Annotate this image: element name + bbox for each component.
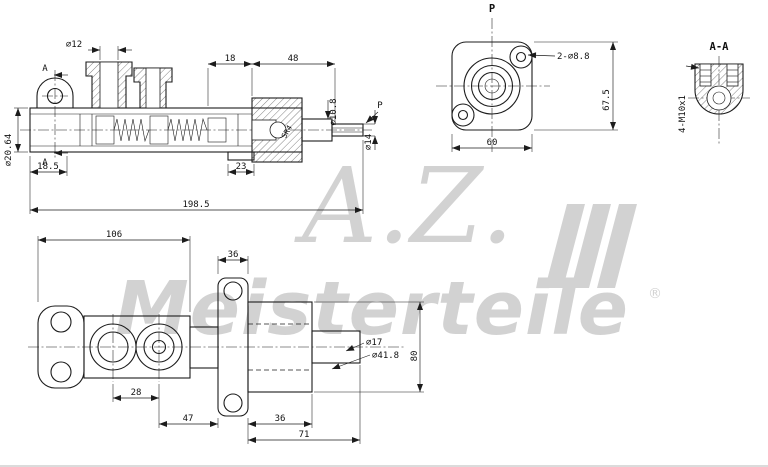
- bolt-hole-bottom: [457, 109, 469, 121]
- dim-4-m10x1-label: 4-M10x1: [678, 95, 688, 133]
- dim-d14-label: ⌀14: [364, 134, 374, 150]
- dim-48-label: 48: [288, 54, 299, 64]
- watermark: A.Z. Meisterteile ®: [115, 145, 662, 352]
- dim-80-label: 80: [410, 351, 420, 362]
- dim-106-label: 106: [106, 230, 122, 240]
- dim-d20-64-label: ⌀20.64: [4, 134, 14, 167]
- dim-80: 80: [314, 301, 424, 393]
- dim-36-top: 36: [217, 250, 249, 274]
- watermark-stripes-icon: [545, 204, 637, 288]
- dim-d12: ⌀12: [66, 40, 132, 60]
- dim-47-label: 47: [183, 414, 194, 424]
- dim-4-m10x1: 4-M10x1: [678, 63, 700, 133]
- front-view: P 2-⌀8.8 67.5 60: [436, 3, 618, 152]
- dim-60-label: 60: [487, 138, 498, 148]
- dim-67-5: 67.5: [534, 41, 618, 131]
- dim-71: 71: [248, 365, 361, 444]
- dim-36-top-label: 36: [228, 250, 239, 260]
- dim-d20-64: ⌀20.64: [4, 107, 28, 167]
- section-a-label-bottom: A: [42, 158, 48, 168]
- section-aa-view: A-A 4-M10x1: [678, 41, 750, 146]
- section-a-arrows: A A: [42, 64, 68, 168]
- dim-28: 28: [112, 384, 160, 428]
- front-view-label: P: [489, 3, 495, 15]
- section-a-label-top: A: [42, 64, 48, 74]
- dim-36-bottom-label: 36: [275, 414, 286, 424]
- section-aa-body: [694, 63, 744, 115]
- dim-198-5: 198.5: [30, 140, 364, 214]
- reservoir-ports: [85, 61, 173, 109]
- dim-28-label: 28: [131, 388, 142, 398]
- port-p-label: P: [377, 101, 383, 111]
- dim-71-label: 71: [299, 430, 310, 440]
- end-plug-section: SR4: [251, 97, 364, 163]
- piston-and-spring-internals: [95, 115, 227, 145]
- dim-18-5-label: 18.5: [37, 162, 59, 172]
- watermark-script-text: A.Z.: [294, 145, 514, 267]
- dim-d12-label: ⌀12: [66, 40, 82, 50]
- dim-2-d8-8: 2-⌀8.8: [527, 52, 590, 62]
- bottom-body-outline: [37, 277, 361, 417]
- port-p-callout: P: [365, 101, 383, 124]
- dim-2-d8-8-label: 2-⌀8.8: [557, 52, 590, 62]
- dim-198-5-label: 198.5: [182, 200, 209, 210]
- dim-18: 18: [207, 54, 252, 106]
- dim-d17-label: ⌀17: [366, 338, 382, 348]
- dim-d41-8-label: ⌀41.8: [372, 351, 399, 361]
- outlet-pipe: [311, 330, 361, 364]
- dim-d10-8: ⌀10.8: [325, 98, 339, 126]
- mounting-flange-outline: [451, 41, 533, 131]
- watermark-registered-icon: ®: [648, 286, 662, 302]
- dim-d14: ⌀14: [363, 110, 378, 150]
- dim-d10-8-label: ⌀10.8: [329, 98, 339, 125]
- dim-106: 106: [37, 230, 191, 312]
- dim-d17: ⌀17: [345, 338, 382, 352]
- dim-47: 47: [159, 414, 219, 428]
- dim-60: 60: [451, 134, 533, 152]
- dim-23: 23: [227, 162, 255, 176]
- bolt-hole-top: [515, 51, 527, 63]
- watermark-brand-text: Meisterteile: [115, 266, 629, 352]
- dim-48: 48: [251, 54, 336, 122]
- bottom-view: 106 36 28 47 36 71: [28, 230, 424, 444]
- cylinder-body-outline: [29, 77, 303, 161]
- dim-d41-8: ⌀41.8: [331, 351, 399, 370]
- dim-23-label: 23: [236, 162, 247, 172]
- dim-18-5: 18.5: [29, 156, 68, 214]
- section-aa-title: A-A: [710, 41, 730, 53]
- side-section-view: SR4 ⌀12 18 48 ⌀10.8: [4, 40, 383, 214]
- dim-18-label: 18: [225, 54, 236, 64]
- dim-67-5-label: 67.5: [602, 89, 612, 111]
